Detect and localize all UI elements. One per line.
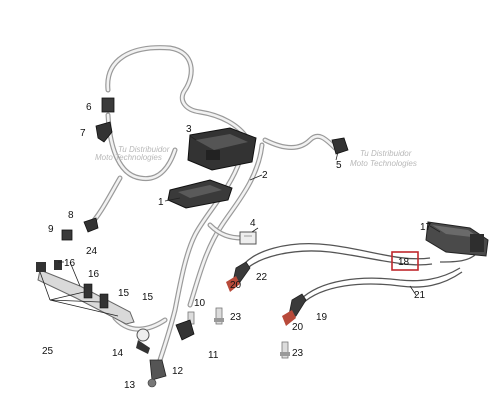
callout-9: 9 [48, 224, 54, 235]
callout-13: 13 [124, 380, 136, 391]
highlight-box-18 [391, 251, 419, 271]
spark-plug-cap-lower [282, 293, 307, 326]
bottom-connector [147, 359, 167, 388]
sensor-11 [175, 319, 195, 341]
callout-2: 2 [262, 170, 268, 181]
callout-24: 24 [86, 246, 98, 257]
ignition-cable-assembly [214, 221, 489, 359]
callout-20a: 20 [230, 280, 242, 291]
callout-16a: 16 [64, 258, 76, 269]
injector-upper [83, 283, 93, 299]
callout-4: 4 [250, 218, 256, 229]
connector-4 [239, 231, 257, 245]
callout-18: 18 [398, 257, 410, 268]
spark-plug-lower [280, 341, 290, 359]
connector-6 [101, 97, 115, 113]
watermark: Moto Technologies Tu Distribuidor Moto T… [95, 145, 417, 168]
callout-7: 7 [80, 128, 86, 139]
callout-10: 10 [194, 298, 206, 309]
spark-plug-upper [214, 307, 224, 325]
callout-15a: 15 [118, 288, 130, 299]
connector-5 [331, 137, 349, 155]
sensor-9 [61, 229, 73, 241]
callout-6: 6 [86, 102, 92, 113]
callout-17: 17 [420, 222, 432, 233]
callout-25: 25 [42, 346, 54, 357]
callout-11: 11 [208, 350, 219, 361]
callout-8: 8 [68, 210, 74, 221]
callout-14: 14 [112, 348, 124, 359]
sensor-7 [95, 121, 113, 143]
callout-22: 22 [256, 272, 268, 283]
clamp-14 [136, 328, 150, 354]
callout-labels: 1 2 3 4 5 6 7 8 9 10 11 12 13 14 15 15 1… [42, 102, 432, 391]
watermark-line-2: Tu Distribuidor [118, 145, 170, 154]
callout-20b: 20 [292, 322, 304, 333]
callout-21: 21 [414, 290, 426, 301]
callout-1: 1 [158, 197, 164, 208]
callout-15b: 15 [142, 292, 154, 303]
spark-plug-cap-upper [226, 261, 251, 292]
watermark-line-1-right: Moto Technologies [350, 159, 417, 168]
leader-lines [39, 135, 441, 317]
watermark-line-2-right: Tu Distribuidor [360, 149, 412, 158]
mounting-bracket [167, 179, 233, 209]
sensor-8 [83, 217, 99, 233]
callout-23a: 23 [230, 312, 242, 323]
callout-16b: 16 [88, 269, 100, 280]
watermark-line-1: Moto Technologies [95, 153, 162, 162]
callout-19: 19 [316, 312, 328, 323]
callout-12: 12 [172, 366, 184, 377]
injector-lower [99, 293, 109, 309]
callout-5: 5 [336, 160, 342, 171]
components [36, 97, 349, 388]
callout-23b: 23 [292, 348, 304, 359]
callout-3: 3 [186, 124, 192, 135]
ecu-module [187, 127, 257, 171]
ignition-coil [425, 221, 489, 257]
